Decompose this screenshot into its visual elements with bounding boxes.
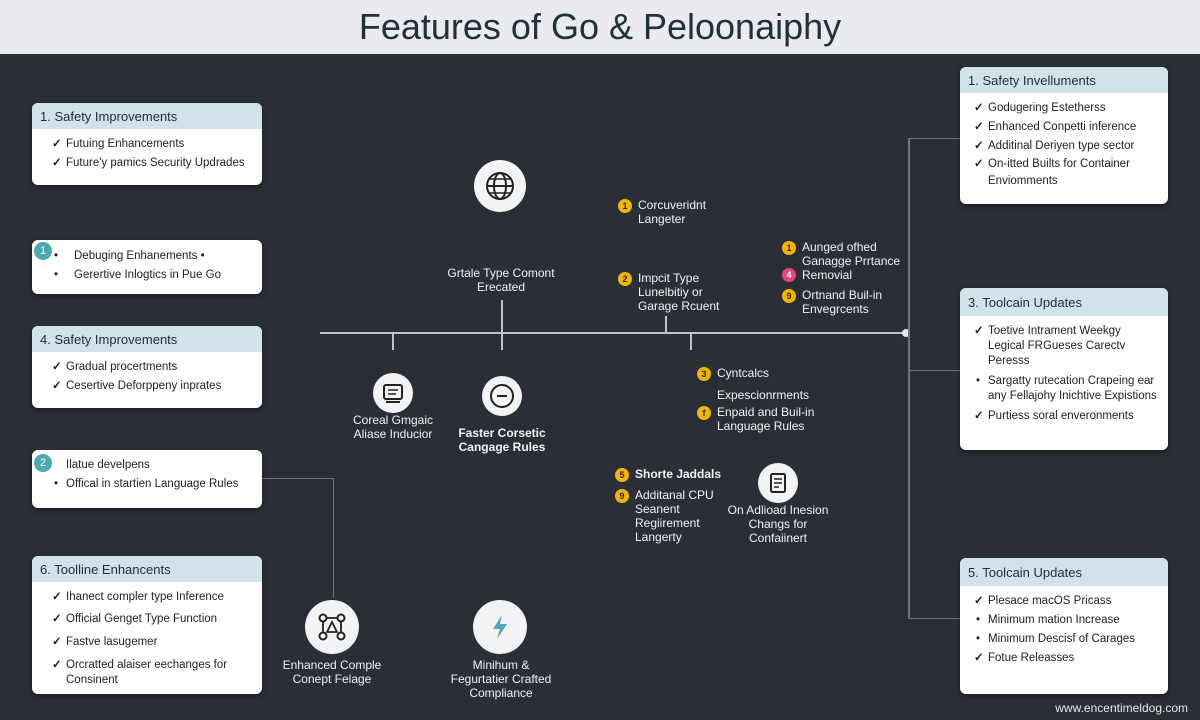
card-header: 6. Toolline Enhancents [32, 556, 262, 582]
card-item: Offical in startien Language Rules [52, 475, 252, 494]
card-header: 5. Toolcain Updates [960, 558, 1168, 586]
note-text: Expescionrments [717, 388, 810, 402]
card-header: 3. Toolcain Updates [960, 288, 1168, 316]
globe-node [474, 160, 526, 212]
card-header: 1. Safety Improvements [32, 103, 262, 129]
connector-right-1 [908, 138, 910, 618]
globe-label: Grtale Type Comont Erecated [447, 266, 555, 294]
note-text: Ortnand Buil-in Envegrcents [802, 288, 883, 316]
book-label: Coreal Gmgaic Aliase Inducior [352, 413, 434, 441]
connector-right-5h [908, 618, 960, 619]
note-number: 3 [697, 367, 711, 381]
note-text: Corcuveridnt Langeter [638, 198, 707, 226]
card-item: Future'y pamics Security Updrades [52, 154, 252, 173]
note-number: 2 [618, 272, 632, 286]
tick-clock [501, 334, 503, 350]
connector-left-2 [262, 478, 334, 479]
card-item: Sargatty rutecation Crapeing ear any Fel… [974, 374, 1158, 404]
title-bar: Features of Go & Peloonaiphy [0, 0, 1200, 54]
card-item: Minimum mation Increase [974, 613, 1158, 628]
connector-right-3h [908, 370, 960, 371]
timeline-end-dot [902, 329, 910, 337]
note-number: 9 [615, 489, 629, 503]
left-card-safety-1: 1. Safety Improvements Futuing Enhanceme… [32, 103, 262, 185]
step-badge: 2 [34, 454, 52, 472]
left-card-toolline: 6. Toolline Enhancents Ihanect compler t… [32, 556, 262, 694]
card-item: Enhanced Conpetti inference [974, 118, 1158, 137]
globe-icon [486, 172, 514, 200]
bolt-node [473, 600, 527, 654]
note-number: f [697, 406, 711, 420]
tick-syntax [690, 334, 692, 350]
note-text: Additanal CPU Seanent Regiirement Langer… [635, 488, 714, 544]
note-text: Aunged ofhed Ganagge Prrtance [802, 240, 901, 268]
right-card-toolcain-3: 3. Toolcain Updates Toetive Intrament We… [960, 288, 1168, 450]
doc-label: On Adlioad Inesion Changs for Confaiiner… [727, 503, 829, 545]
card-item: Godugering Estetherss [974, 99, 1158, 118]
card-item: Ilatue develpens [66, 459, 150, 471]
card-item: Futuing Enhancements [52, 135, 252, 154]
timeline-axis [320, 332, 906, 334]
note-text: Shorte Jaddals [635, 467, 722, 481]
card-item: Minimum Descisf of Carages [974, 630, 1158, 649]
note-number: 5 [615, 468, 629, 482]
card-item: Toetive Intrament Weekgy Legical FRGuese… [974, 324, 1158, 369]
network-icon [318, 613, 346, 641]
book-node [373, 373, 413, 413]
document-icon [770, 473, 786, 493]
page-title: Features of Go & Peloonaiphy [358, 6, 842, 47]
doc-node [758, 463, 798, 503]
network-label: Enhanced Comple Conept Felage [282, 658, 382, 686]
card-item: Additinal Deriyen type sector [974, 137, 1158, 156]
note-number: 9 [782, 289, 796, 303]
terminal-icon [383, 384, 403, 403]
step-badge: 1 [34, 242, 52, 260]
card-item: Debuging Enhanements • [52, 247, 252, 266]
left-card-debugging: Debuging Enhanements • Gerertive Inlogti… [32, 240, 262, 294]
clock-label: Faster Corsetic Cangage Rules [458, 426, 546, 454]
left-card-safety-4: 4. Safety Improvements Gradual procertme… [32, 326, 262, 408]
tick-impl [665, 316, 667, 332]
right-card-toolcain-5: 5. Toolcain Updates Plesace macOS Pricas… [960, 558, 1168, 694]
card-item: Orcratted alaiser eechanges for Consinen… [52, 658, 252, 688]
lightning-icon [493, 615, 507, 639]
card-item: Cesertive Deforppeny inprates [52, 377, 252, 396]
card-item: Fotue Releasses [974, 649, 1158, 668]
footer-url: www.encentimeldog.com [1055, 701, 1188, 715]
tick-globe [501, 300, 503, 332]
bolt-label: Minihum & Fegurtatier Crafted Compliance [450, 658, 552, 700]
card-header: 1. Safety Invelluments [960, 67, 1168, 93]
note-text: Impcit Type Lunelbitiy or Garage Rcuent [638, 271, 720, 313]
network-node [305, 600, 359, 654]
card-item: Ihanect compler type Inference [52, 586, 252, 608]
connector-left-2v [333, 478, 334, 598]
clock-icon [490, 384, 514, 408]
note-number: 4 [782, 268, 796, 282]
left-card-develpens: Ilatue develpens Offical in startien Lan… [32, 450, 262, 508]
tick-book [392, 334, 394, 350]
card-item: Official Genget Type Function [52, 608, 252, 630]
note-text: Enpaid and Buil-in Language Rules [717, 405, 815, 433]
card-item: Purtiess soral enveronments [974, 409, 1158, 424]
card-item: Fastve lasugemer [52, 630, 252, 654]
card-item: Gerertive Inlogtics in Pue Go [52, 266, 252, 285]
note-text: Cyntcalcs [717, 366, 770, 380]
card-item: Gradual procertments [52, 358, 252, 377]
card-item: Plesace macOS Pricass [974, 592, 1158, 611]
note-text: Removial [802, 268, 853, 282]
note-number: 1 [782, 241, 796, 255]
card-item: On-itted Builts for Container Enviomment… [974, 156, 1158, 190]
clock-node [482, 376, 522, 416]
connector-right-1h [908, 138, 960, 139]
right-card-safety-1: 1. Safety Invelluments Godugering Esteth… [960, 67, 1168, 204]
card-header: 4. Safety Improvements [32, 326, 262, 352]
note-number: 1 [618, 199, 632, 213]
